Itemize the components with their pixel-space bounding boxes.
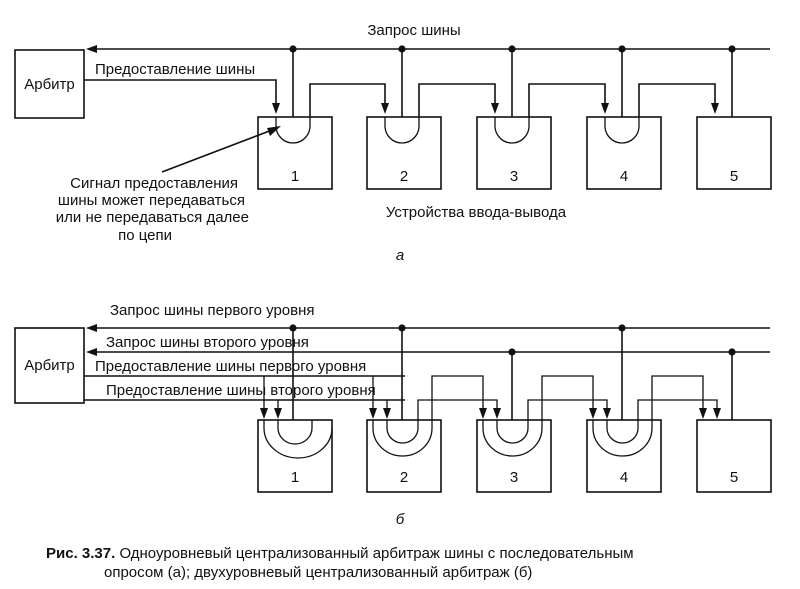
request-level2-label: Запрос шины второго уровня (106, 334, 309, 351)
grant-pass-loop (275, 117, 311, 144)
note-line-1: Сигнал предоставления (70, 175, 238, 192)
grant-pass-loop (384, 117, 420, 144)
grant-pass-loop (494, 117, 530, 144)
sub-label-a: а (396, 247, 404, 264)
device-number-a-3: 3 (510, 168, 518, 185)
grant-chain-3-4 (528, 83, 606, 117)
grant-arrow (369, 408, 377, 419)
grant-arrow (699, 408, 707, 419)
grant2-chain-3-4 (527, 399, 608, 420)
request-level2-arrow (86, 348, 97, 356)
note-line-4: по цепи (118, 227, 172, 244)
device-box-b-5 (696, 419, 772, 493)
note-line-2: шины может передаваться (58, 192, 245, 209)
arbiter-box-b (14, 327, 85, 404)
bus-grant-line (84, 79, 277, 104)
grant1-pass-loop (263, 420, 333, 459)
figure-caption: Рис. 3.37. Одноуровневый централизованны… (46, 544, 786, 582)
grant-arrow (274, 408, 282, 419)
caption-line-1: Рис. 3.37. Одноуровневый централизованны… (46, 544, 786, 563)
grant1-chain-4-5 (651, 375, 704, 420)
grant2-chain-4-5 (637, 399, 718, 420)
grant-arrow (383, 408, 391, 419)
grant-arrow-1 (272, 103, 280, 114)
device-number-b-1: 1 (291, 469, 299, 486)
caption-text-1: Одноуровневый централизованный арбитраж … (119, 545, 634, 562)
arbiter-label-b: Арбитр (24, 357, 75, 374)
grant2-pass-loop (606, 420, 639, 444)
arbiter-box-a (14, 49, 85, 119)
bus-request-arrow (86, 45, 97, 53)
grant2-chain-2-3 (417, 399, 498, 420)
grant-chain-2-3 (418, 83, 496, 117)
grant-pass-loop (604, 117, 640, 144)
grant1-pass-loop (482, 420, 543, 457)
diagram-b: Арбитр Запрос шины первого уровня Запрос… (14, 302, 772, 528)
device-box-a-2 (366, 116, 442, 190)
bus-grant-label: Предоставление шины (95, 61, 255, 78)
device-number-a-1: 1 (291, 168, 299, 185)
note-line-3: или не передаваться далее (56, 209, 249, 226)
grant-level1-label: Предоставление шины первого уровня (95, 358, 366, 375)
grant2-pass-loop (496, 420, 529, 444)
grant-chain-4-5 (638, 83, 716, 117)
request-level1-label: Запрос шины первого уровня (110, 302, 315, 319)
caption-text-2: опросом (а); двухуровневый централизован… (104, 564, 533, 581)
note-pointer-arrow (267, 126, 281, 136)
grant1-pass-loop (372, 420, 433, 457)
device-number-a-2: 2 (400, 168, 408, 185)
device-box-a-3 (476, 116, 552, 190)
grant1-chain-3-4 (541, 375, 594, 420)
grant-arrow (479, 408, 487, 419)
grant-arrow-3 (491, 103, 499, 114)
figure-ref: Рис. 3.37. (46, 545, 116, 562)
grant-arrow-4 (601, 103, 609, 114)
arbiter-label-a: Арбитр (24, 76, 75, 93)
grant2-pass-loop (386, 420, 419, 444)
device-box-b-1 (257, 419, 333, 493)
device-number-b-5: 5 (730, 469, 738, 486)
diagram-a: Арбитр Запрос шины Предоставление шины (14, 22, 772, 264)
request-level1-arrow (86, 324, 97, 332)
grant1-pass-loop (592, 420, 653, 457)
grant-arrow-2 (381, 103, 389, 114)
device-number-b-3: 3 (510, 469, 518, 486)
grant-arrow (260, 408, 268, 419)
caption-line-2: опросом (а); двухуровневый централизован… (46, 563, 786, 582)
io-devices-label: Устройства ввода-вывода (386, 204, 567, 221)
device-number-a-5: 5 (730, 168, 738, 185)
note-pointer-line (161, 129, 273, 173)
bus-request-label: Запрос шины (367, 22, 460, 39)
grant-level2-label: Предоставление шины второго уровня (106, 382, 376, 399)
device-number-a-4: 4 (620, 168, 628, 185)
grant2-pass-loop (277, 420, 313, 445)
grant-arrow (589, 408, 597, 419)
device-number-b-4: 4 (620, 469, 628, 486)
device-box-a-5 (696, 116, 772, 190)
sub-label-b: б (396, 511, 405, 528)
grant-chain-1-2 (309, 83, 386, 117)
grant-arrow (493, 408, 501, 419)
grant1-chain-2-3 (431, 375, 484, 420)
device-box-a-4 (586, 116, 662, 190)
grant-arrow-5 (711, 103, 719, 114)
grant-arrow (603, 408, 611, 419)
device-number-b-2: 2 (400, 469, 408, 486)
grant-arrow (713, 408, 721, 419)
